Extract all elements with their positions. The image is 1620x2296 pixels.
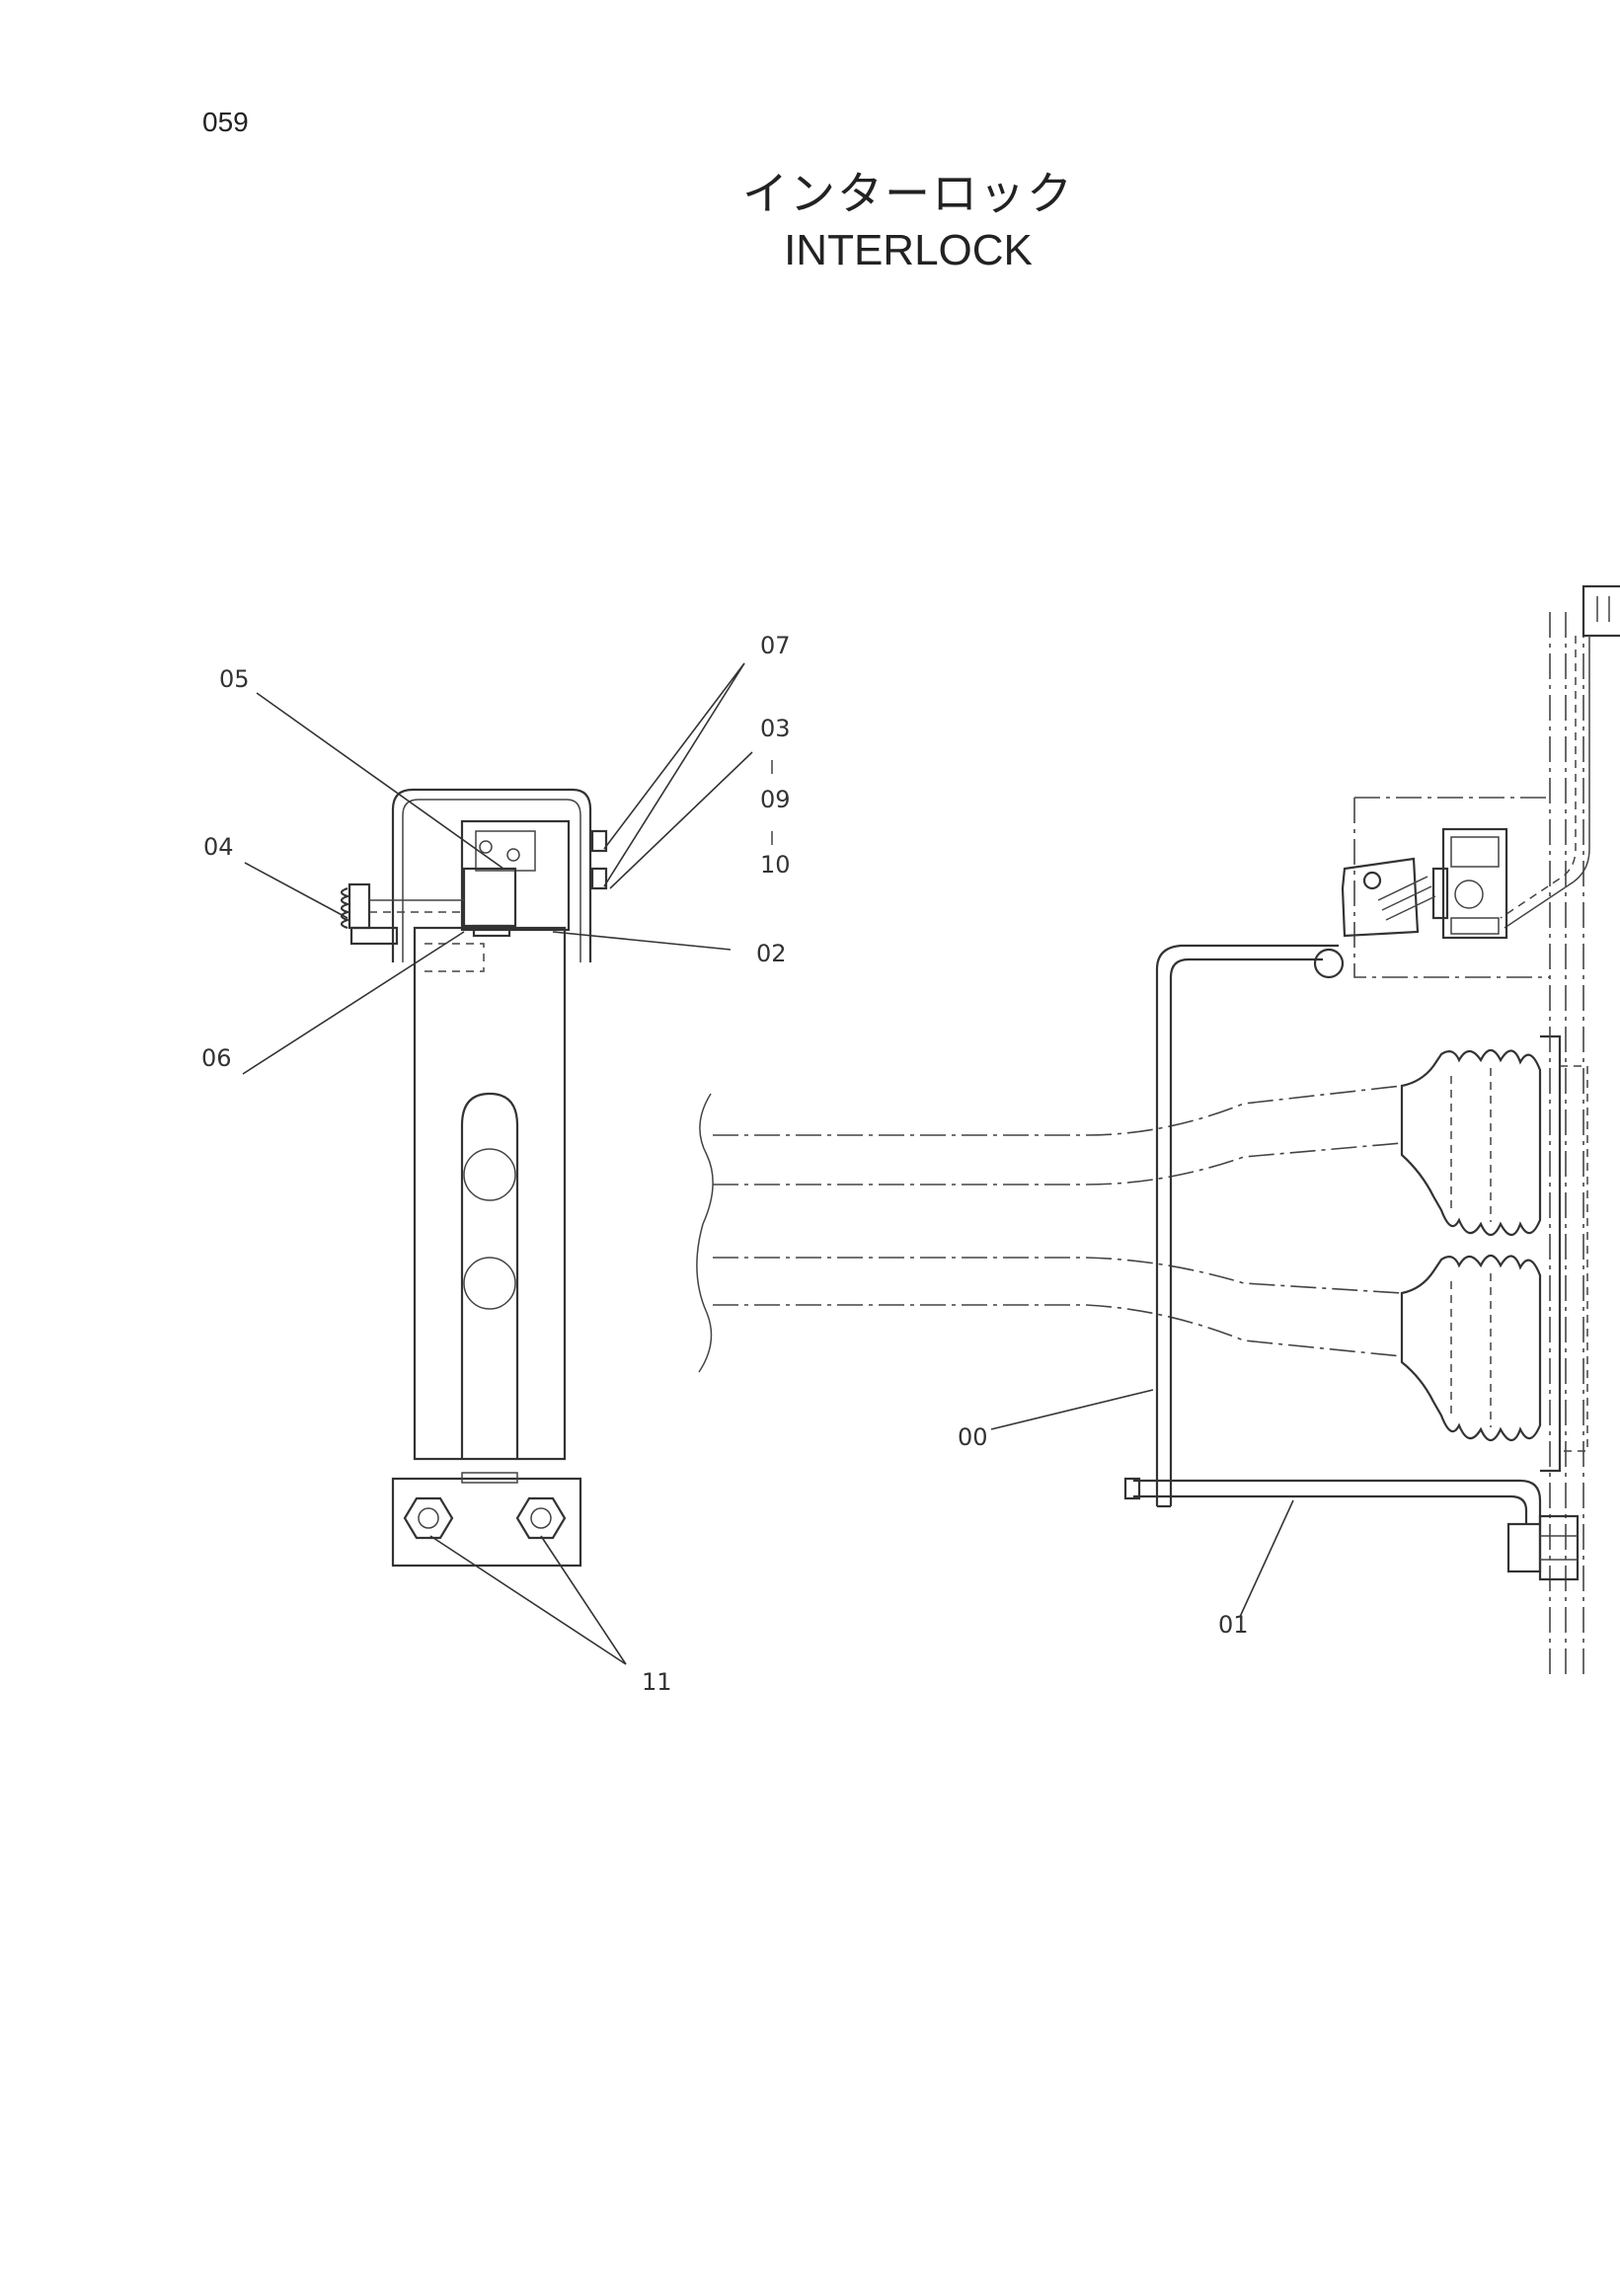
callout-09: 09 [760,786,791,813]
lower-boot [1400,1254,1542,1442]
callout-02: 02 [756,940,787,967]
callout-10: 10 [760,851,791,879]
upper-boot [1400,1048,1542,1237]
callout-11: 11 [642,1668,672,1696]
callout-03: 03 [760,715,791,742]
callout-00: 00 [958,1423,988,1451]
title-block: インターロック INTERLOCK [612,164,1204,278]
control-levers [696,1034,1588,1473]
right-side-assembly [1123,584,1620,1678]
spring-part [340,882,464,946]
callout-05: 05 [219,665,250,693]
left-lever-assembly [340,788,608,1568]
leader-lines [242,662,1294,1665]
callout-01: 01 [1218,1611,1249,1639]
callout-04: 04 [203,833,234,861]
title-english: INTERLOCK [784,226,1033,274]
page-number: 059 [202,107,249,137]
bolt-head-right [515,1496,567,1540]
callout-06: 06 [201,1044,232,1072]
title-japanese: インターロック [742,167,1074,220]
callout-07: 07 [760,632,791,659]
callouts: 07 03 09 10 05 04 02 06 00 01 11 [201,632,1249,1696]
bolt-head-left [403,1496,454,1540]
